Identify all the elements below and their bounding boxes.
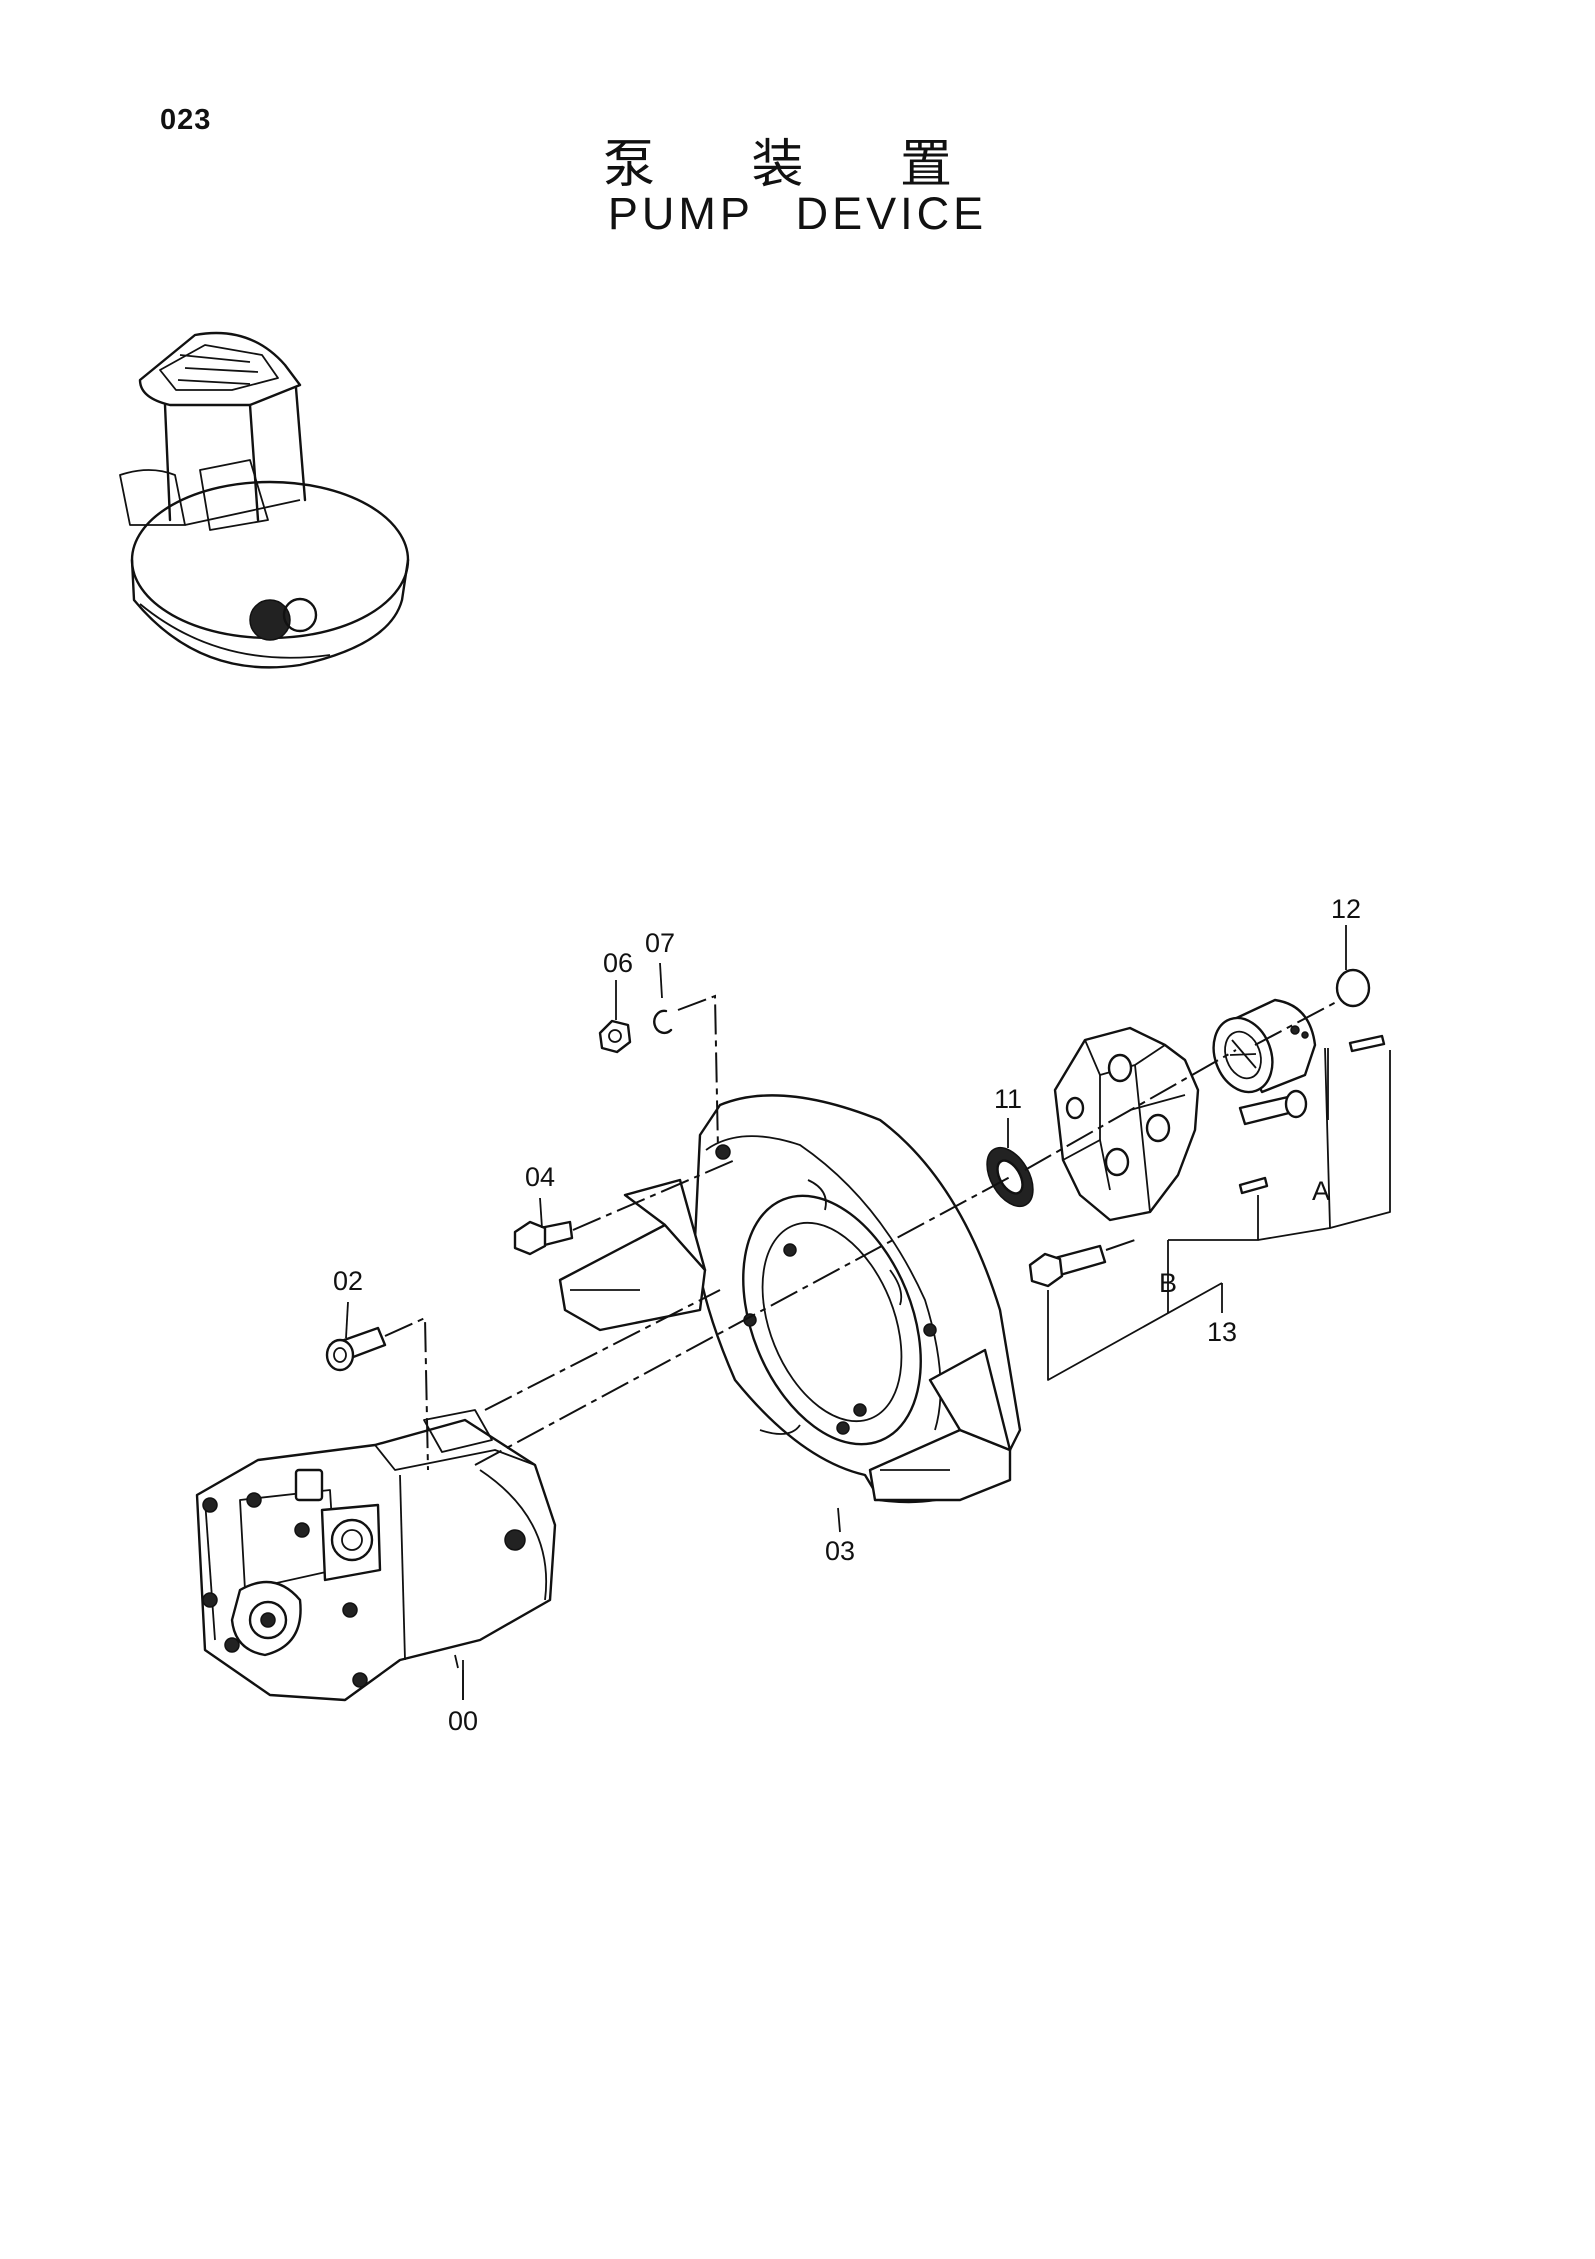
reference-label-b: B bbox=[1159, 1268, 1177, 1298]
page-number: 023 bbox=[160, 104, 212, 136]
callout-07: 07 bbox=[645, 928, 675, 958]
callout-11: 11 bbox=[994, 1084, 1022, 1114]
washer-07-part bbox=[653, 1009, 673, 1035]
callout-00: 00 bbox=[448, 1706, 478, 1736]
bolt-04-part bbox=[513, 1220, 574, 1256]
page-title-english: PUMP DEVICE bbox=[607, 188, 988, 239]
hydraulic-pump-part bbox=[195, 1409, 557, 1702]
callout-leader-lines bbox=[345, 925, 1391, 1700]
pump-mounting-flange-part bbox=[558, 1094, 1022, 1504]
bolt-02-part bbox=[325, 1326, 387, 1372]
coupling-assembly-part bbox=[1028, 998, 1386, 1288]
callout-13: 13 bbox=[1207, 1317, 1237, 1347]
callout-03: 03 bbox=[825, 1536, 855, 1566]
callout-04: 04 bbox=[525, 1162, 555, 1192]
page-title-chinese: 泵 装 置 bbox=[602, 135, 993, 195]
reference-label-a: A bbox=[1312, 1176, 1330, 1206]
callout-02: 02 bbox=[333, 1266, 363, 1296]
nut-06-part bbox=[598, 1019, 632, 1054]
assembly-centerlines bbox=[384, 994, 1341, 1471]
callout-12: 12 bbox=[1331, 894, 1361, 924]
excavator-locator-icon bbox=[119, 331, 410, 669]
oil-seal-11-part bbox=[986, 1146, 1034, 1208]
snap-ring-12-part bbox=[1335, 968, 1371, 1008]
callout-06: 06 bbox=[603, 948, 633, 978]
